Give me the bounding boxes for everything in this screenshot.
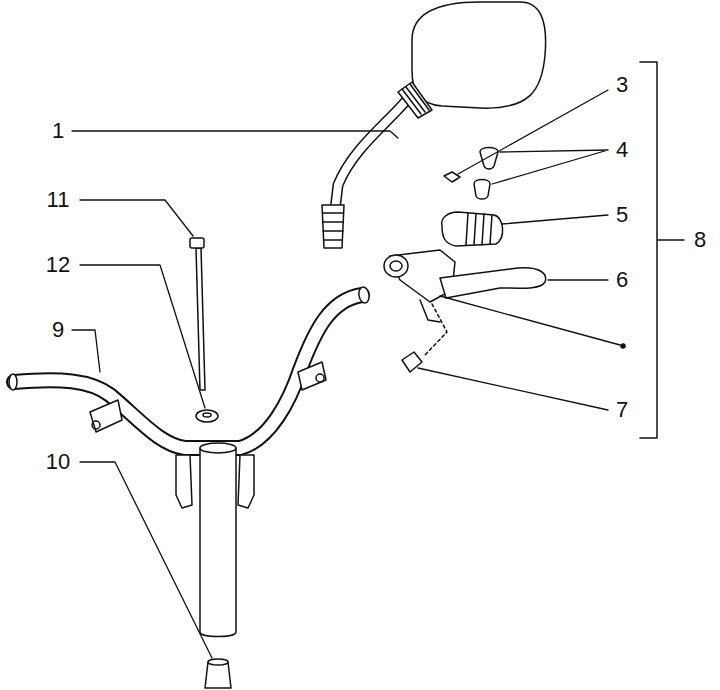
dashed-line <box>425 304 447 355</box>
callout-number: 10 <box>45 451 71 473</box>
washer <box>196 410 218 422</box>
callout-number: 11 <box>46 189 71 211</box>
steering-column <box>200 443 236 637</box>
mirror <box>322 2 546 248</box>
callout-number: 8 <box>693 229 707 251</box>
callout-number: 4 <box>615 139 629 161</box>
leader-lines <box>72 90 620 658</box>
group-bracket <box>640 62 684 438</box>
end-plug-top <box>208 659 228 665</box>
lever-assembly <box>384 212 546 322</box>
callout-number: 12 <box>45 254 71 276</box>
callout-number: 9 <box>51 319 65 341</box>
callout-number: 7 <box>615 399 629 421</box>
end-plug <box>205 662 231 688</box>
callout-number: 6 <box>615 269 629 291</box>
leader-dot <box>621 344 625 348</box>
callout-number: 1 <box>51 120 65 142</box>
callout-number: 3 <box>615 74 629 96</box>
callout-number: 5 <box>615 204 629 226</box>
handlebar <box>9 286 370 508</box>
small-parts <box>402 148 498 373</box>
